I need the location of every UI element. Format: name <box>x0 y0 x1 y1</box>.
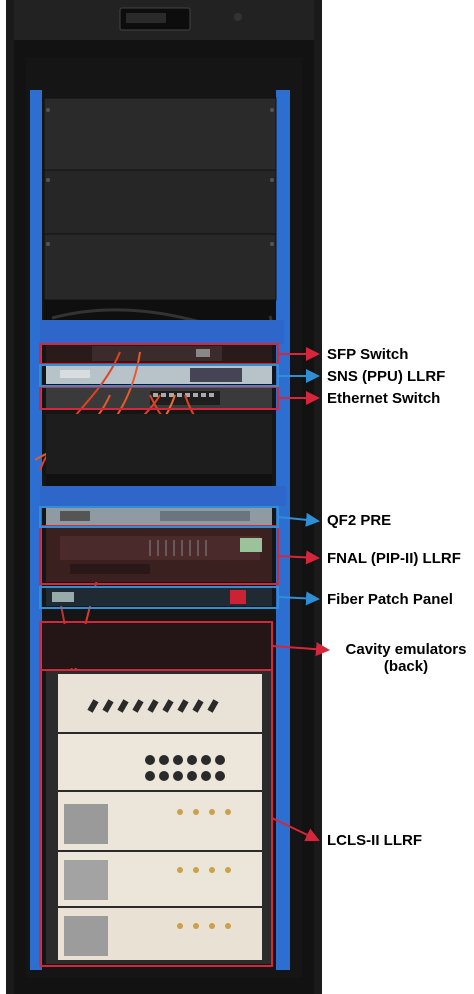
lcls-llrf-label: LCLS-II LLRF <box>327 832 422 849</box>
cavity-emulators-unit <box>42 624 272 668</box>
fiber-patch-panel-arrow <box>277 591 320 606</box>
qf2-pre-unit <box>46 508 272 526</box>
cavity-emulators-line2: (back) <box>383 658 429 675</box>
sfp-switch-unit <box>46 345 272 363</box>
cavity-emulators-line1: Cavity emulators <box>345 641 467 658</box>
cavity-emulators-arrow <box>271 642 330 657</box>
fiber-patch-panel-label: Fiber Patch Panel <box>327 591 453 608</box>
qf2-pre-label: QF2 PRE <box>327 512 392 529</box>
fiber-patch-panel-unit <box>46 588 272 606</box>
fnal-llrf-arrow <box>277 550 320 565</box>
ethernet-switch-label: Ethernet Switch <box>327 390 441 407</box>
fnal-llrf-label: FNAL (PIP-II) LLRF <box>327 550 461 567</box>
sns-llrf-unit <box>46 366 272 384</box>
lcls-llrf-arrow <box>271 817 320 842</box>
qf2-pre-arrow <box>277 512 320 527</box>
cavity-emulators-label: Cavity emulators (back) <box>338 641 474 675</box>
sns-llrf-label: SNS (PPU) LLRF <box>327 368 446 385</box>
fnal-llrf-unit <box>46 528 272 582</box>
blank-panels <box>43 97 277 301</box>
rack-blue-frame-right <box>276 90 290 970</box>
sfp-switch-label: SFP Switch <box>327 346 409 363</box>
lcls-llrf-chassis-stack <box>46 670 272 964</box>
